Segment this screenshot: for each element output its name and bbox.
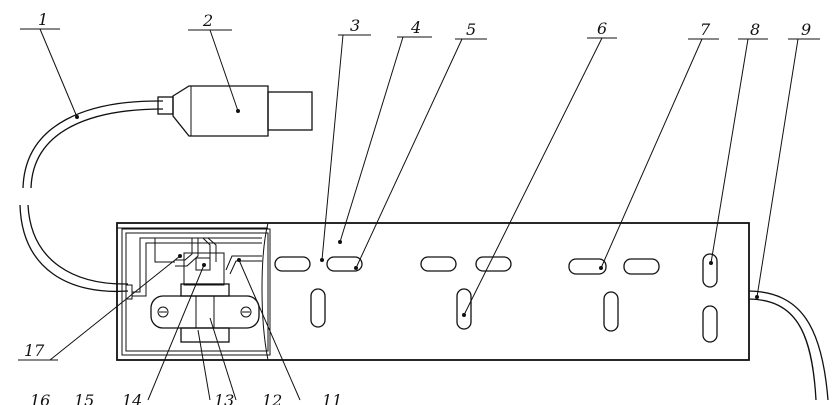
label-6: 6 <box>597 19 607 38</box>
label-7: 7 <box>700 20 711 39</box>
socket-slots <box>274 253 718 343</box>
wiring <box>132 237 262 297</box>
cable-right <box>748 290 829 401</box>
label-1: 1 <box>38 10 48 29</box>
label-11: 11 <box>322 391 342 405</box>
label-9: 9 <box>801 20 811 39</box>
label-2: 2 <box>202 11 213 30</box>
usb-plug <box>157 85 313 137</box>
label-12: 12 <box>262 391 282 405</box>
label-16: 16 <box>30 391 50 405</box>
number-labels: 1 2 3 4 5 6 7 8 9 17 16 15 14 13 12 11 <box>24 10 811 405</box>
label-8: 8 <box>750 20 760 39</box>
label-5: 5 <box>466 20 476 39</box>
label-17: 17 <box>24 341 45 360</box>
label-4: 4 <box>410 18 421 37</box>
label-15: 15 <box>74 391 94 405</box>
bracket <box>150 283 260 343</box>
label-3: 3 <box>350 16 360 35</box>
cable-left <box>19 100 164 293</box>
label-13: 13 <box>214 391 234 405</box>
leader-lines <box>18 28 820 401</box>
label-14: 14 <box>122 391 142 405</box>
housing <box>116 222 750 361</box>
leader-dots <box>75 109 759 317</box>
